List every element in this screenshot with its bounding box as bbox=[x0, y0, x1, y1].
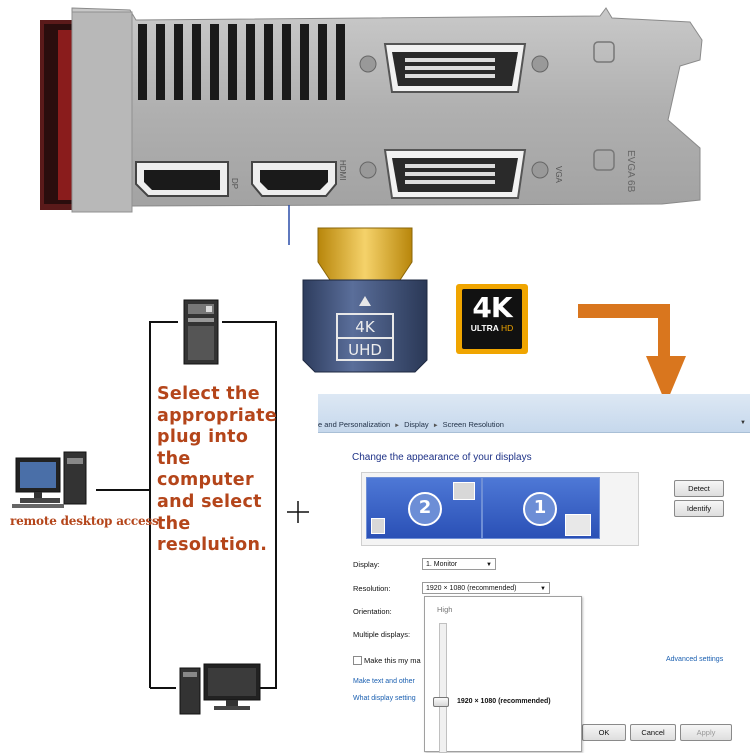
breadcrumb-item[interactable]: Display bbox=[404, 420, 429, 429]
resolution-slider-track[interactable] bbox=[439, 623, 447, 753]
page-heading: Change the appearance of your displays bbox=[352, 452, 532, 463]
resolution-select[interactable]: 1920 × 1080 (recommended) ▼ bbox=[422, 582, 550, 594]
card-stamp: EVGA 6B bbox=[625, 150, 636, 193]
chevron-down-icon: ▼ bbox=[540, 586, 546, 592]
slider-high-label: High bbox=[437, 605, 453, 614]
display-select-value: 1. Monitor bbox=[426, 561, 458, 568]
monitor-mini-icon bbox=[565, 514, 591, 536]
adapter-label-uhd: UHD bbox=[348, 341, 382, 359]
tower-pc-icon bbox=[183, 299, 219, 365]
cancel-button[interactable]: Cancel bbox=[630, 724, 676, 741]
badge-hd-text: HD bbox=[500, 323, 514, 333]
hdmi-dummy-plug bbox=[302, 227, 428, 373]
dvi-port-bottom bbox=[359, 149, 549, 199]
identify-button[interactable]: Identify bbox=[674, 500, 724, 517]
4k-ultra-hd-badge: 4K ULTRA HD bbox=[456, 284, 528, 354]
multiple-displays-label: Multiple displays: bbox=[353, 630, 411, 639]
what-display-link[interactable]: What display setting bbox=[353, 695, 416, 702]
display-label: Display: bbox=[353, 560, 380, 569]
dp-label: DP bbox=[230, 178, 239, 189]
detect-button[interactable]: Detect bbox=[674, 480, 724, 497]
address-dropdown-icon[interactable]: ▼ bbox=[740, 420, 746, 426]
dvi-port-top bbox=[359, 43, 549, 93]
instruction-line: and select bbox=[157, 491, 262, 512]
orange-arrow-icon bbox=[578, 304, 686, 404]
vga-label: VGA bbox=[554, 166, 563, 184]
desktop-computer-icon bbox=[12, 451, 87, 508]
breadcrumb-item[interactable]: Screen Resolution bbox=[442, 420, 504, 429]
instruction-line: the bbox=[157, 513, 191, 534]
main-display-label: Make this my ma bbox=[364, 656, 421, 665]
advanced-settings-link[interactable]: Advanced settings bbox=[666, 656, 724, 663]
instruction-line: appropriate bbox=[157, 405, 278, 426]
resolution-slider-popup: High 1920 × 1080 (recommended) bbox=[424, 596, 582, 753]
resolution-select-value: 1920 × 1080 (recommended) bbox=[426, 585, 517, 592]
hdmi-label: HDMI bbox=[338, 160, 347, 180]
address-bar[interactable]: e and Personalization►Display►Screen Res… bbox=[318, 394, 750, 433]
monitor-arrangement-panel: 2 1 bbox=[361, 472, 639, 546]
instruction-line: computer bbox=[157, 470, 254, 491]
orientation-label: Orientation: bbox=[353, 607, 392, 616]
monitor-mini-icon bbox=[371, 518, 385, 534]
breadcrumb-item[interactable]: e and Personalization bbox=[318, 420, 391, 429]
instruction-line: Select the bbox=[157, 384, 260, 404]
badge-ultra-text: ULTRA bbox=[470, 323, 499, 333]
displayport-port bbox=[135, 161, 229, 197]
monitor-2-number: 2 bbox=[408, 492, 442, 526]
instruction-line: the bbox=[157, 448, 191, 469]
display-select[interactable]: 1. Monitor ▼ bbox=[422, 558, 496, 570]
resolution-slider-thumb[interactable] bbox=[433, 697, 449, 707]
screen-resolution-window: e and Personalization►Display►Screen Res… bbox=[318, 394, 750, 753]
slider-current-value: 1920 × 1080 (recommended) bbox=[457, 698, 551, 705]
instruction-line: plug into bbox=[157, 427, 249, 448]
hdmi-port bbox=[251, 161, 337, 197]
connection-diagram bbox=[96, 321, 309, 689]
pc-with-monitor-icon bbox=[179, 663, 261, 715]
monitor-1-tile[interactable]: 1 bbox=[482, 477, 600, 539]
remote-desktop-label: remote desktop access bbox=[10, 514, 159, 528]
emboss-mark bbox=[593, 41, 615, 171]
monitor-2-tile[interactable]: 2 bbox=[366, 477, 482, 539]
adapter-label-4k: 4K bbox=[355, 318, 375, 336]
instruction-text: Select the appropriate plug into the com… bbox=[157, 384, 287, 557]
make-text-link[interactable]: Make text and other bbox=[353, 678, 415, 685]
plus-sign: + bbox=[290, 482, 291, 483]
monitor-mini-icon bbox=[453, 482, 475, 500]
instruction-line: resolution. bbox=[157, 535, 268, 556]
monitor-1-number: 1 bbox=[523, 492, 557, 526]
main-display-checkbox[interactable] bbox=[353, 656, 362, 665]
apply-button[interactable]: Apply bbox=[680, 724, 732, 741]
breadcrumb: e and Personalization►Display►Screen Res… bbox=[318, 420, 504, 429]
chevron-down-icon: ▼ bbox=[486, 562, 492, 568]
graphics-card-bracket: DP HDMI VGA EVGA 6B bbox=[40, 7, 703, 245]
ok-button[interactable]: OK bbox=[582, 724, 626, 741]
badge-4k-text: 4K bbox=[472, 291, 512, 324]
resolution-label: Resolution: bbox=[353, 584, 391, 593]
